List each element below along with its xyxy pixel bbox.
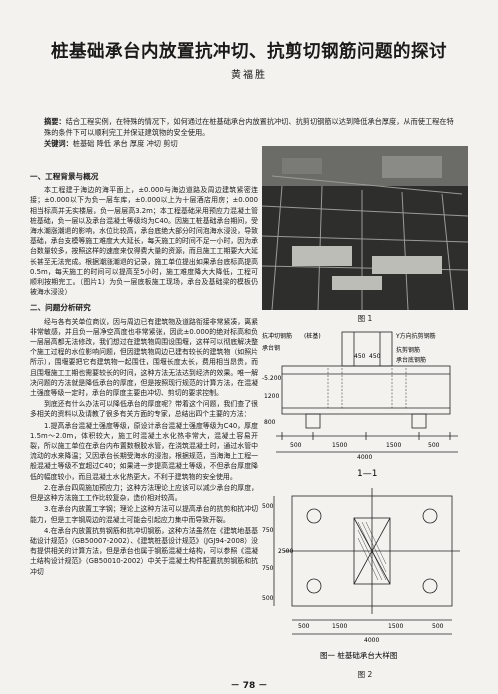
label-elev: -5.200 [262, 375, 282, 382]
plan-dim-2: 750 [262, 527, 274, 534]
label-bearing: 承台钢 [262, 344, 280, 352]
plan-bottom-3: 1500 [388, 623, 403, 630]
section-label: 1—1 [357, 469, 377, 479]
label-ydir: Y方向抗剪钢筋 [395, 332, 436, 340]
figure2-drawing: 抗冲切钢筋 承台钢 (桩基) Y方向抗剪钢筋 抗剪钢筋 承台底钢筋 -5.200… [262, 328, 472, 668]
abstract-block: 摘要：结合工程实例，在特殊的情况下，如何通过在桩基础承台内放置抗冲切、抗剪切钢筋… [44, 116, 454, 149]
section1-heading: 一、工程背景与概况 [30, 172, 99, 181]
dim-bottom-1: 500 [290, 442, 302, 449]
figure1-photo [262, 146, 468, 310]
plan-bottom-4: 500 [432, 623, 444, 630]
dim-bottom-4: 500 [428, 442, 440, 449]
plan-bottom-1: 500 [298, 623, 310, 630]
plan-dim-1: 500 [262, 503, 274, 510]
pile-cap-detail-svg: 抗冲切钢筋 承台钢 (桩基) Y方向抗剪钢筋 抗剪钢筋 承台底钢筋 -5.200… [262, 331, 460, 660]
section2-paragraph: 3.在承台内放置工字钢；理论上这种方法可以提高承台的抗剪和抗冲切能力，但是工字钢… [30, 505, 258, 524]
dim-top-1: 450 [354, 353, 366, 360]
keywords-text: 桩基础 降低 承台 厚度 冲切 剪切 [72, 139, 178, 148]
keywords-label: 关键词： [44, 139, 73, 148]
article-author: 黄福胜 [231, 70, 267, 81]
section2-paragraph: 1.提高承台混凝土强度等级，原设计承台混凝土强度等级为C40，厚度1.5m～2.… [30, 421, 258, 481]
section1-paragraph: 本工程建于海边的海平面上，±0.000与海边道路及周边建筑紧密连接；±0.000… [30, 186, 258, 297]
figure1-caption: 图 1 [357, 314, 373, 323]
page-number: － 78 － [230, 681, 268, 691]
construction-site-photo [262, 146, 468, 310]
plan-bottom-2: 1500 [332, 623, 347, 630]
plan-dim-3: 750 [262, 565, 274, 572]
dim-bottom-3: 1500 [386, 442, 401, 449]
label-bottom: 承台底钢筋 [396, 356, 426, 364]
dim-left-1: 1200 [264, 393, 279, 400]
label-prefix: (桩基) [304, 332, 321, 340]
plan-total-bottom: 4000 [364, 637, 379, 644]
dim-left-2: 800 [264, 419, 276, 426]
abstract-text: 结合工程实例，在特殊的情况下，如何通过在桩基础承台内放置抗冲切、抗剪切钢筋以达到… [44, 117, 454, 137]
dim-top-2: 450 [369, 353, 381, 360]
label-antipunch: 抗冲切钢筋 [262, 332, 292, 340]
dim-total: 4000 [357, 454, 372, 461]
figure2-caption: 图 2 [357, 670, 373, 679]
label-shear: 抗剪钢筋 [396, 346, 420, 354]
section2-paragraph: 到底还有什么办法可以降低承台的厚度呢？带着这个问题，我们查了很多相关的资料以及请… [30, 400, 258, 419]
plan-title: 图一 桩基础承台大样图 [320, 650, 397, 660]
article-title: 桩基础承台内放置抗冲切、抗剪切钢筋问题的探讨 [51, 42, 447, 62]
dim-bottom-2: 1500 [332, 442, 347, 449]
section2-paragraph: 2.在承台四周施加预应力；这种方法理论上应该可以减少承台的厚度，但是这种方法施工… [30, 483, 258, 503]
plan-dim-4: 500 [262, 595, 274, 602]
abstract-label: 摘要： [44, 117, 66, 126]
left-column: 一、工程背景与概况 本工程建于海边的海平面上，±0.000与海边道路及周边建筑紧… [30, 170, 258, 578]
section2-heading: 二、问题分析研究 [30, 303, 91, 313]
section2-paragraph: 经与各有关单位商议，因与周边已有建筑物及道路衔接非常紧凑，离紧非常敏感，并且负一… [30, 317, 258, 398]
plan-total-left: 2500 [278, 548, 293, 555]
section2-paragraph: 4.在承台内放置抗剪钢筋和抗冲切钢筋，这种方法虽然在《建筑地基基础设计规范》（G… [30, 526, 258, 576]
